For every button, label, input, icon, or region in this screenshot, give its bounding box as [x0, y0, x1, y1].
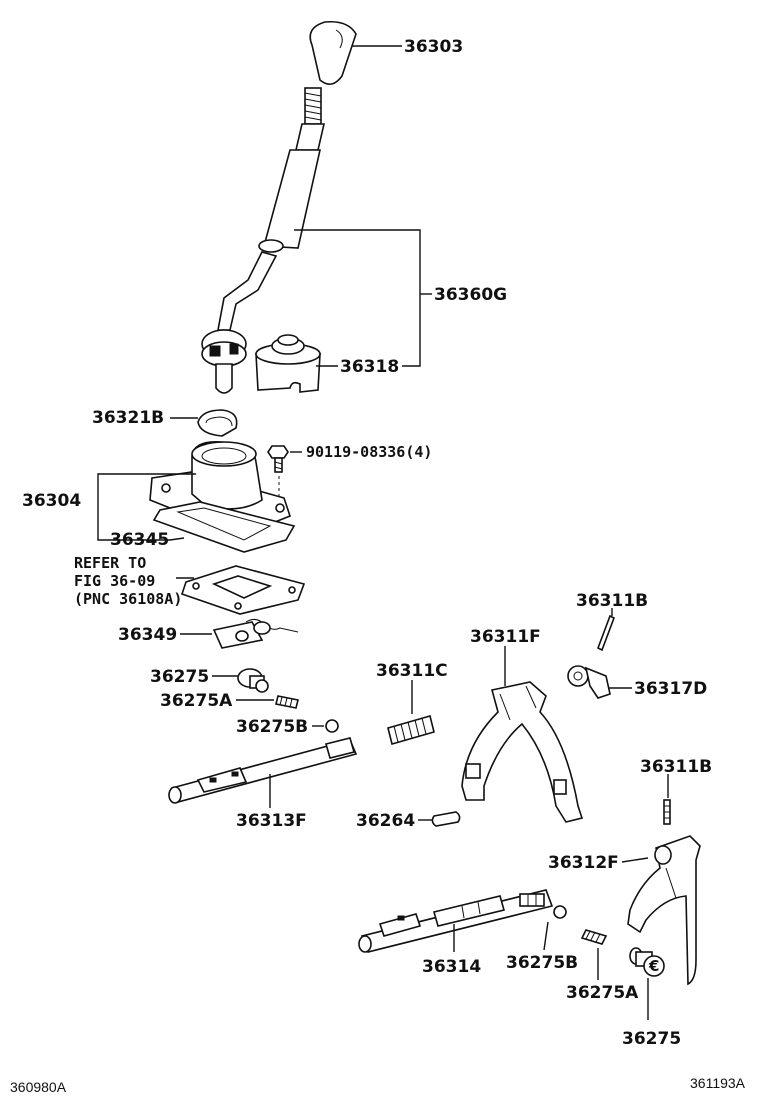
- bolt-part: [267, 445, 289, 473]
- reference-gasket-part: [180, 565, 306, 615]
- lever-housing-part: [149, 440, 296, 553]
- callout-36311C[interactable]: 36311C: [376, 661, 448, 681]
- callout-36275A-bottom[interactable]: 36275A: [566, 983, 639, 1003]
- callout-36275B-top[interactable]: 36275B: [236, 717, 308, 737]
- plug-bottom-part: €: [629, 947, 665, 977]
- callout-36317D[interactable]: 36317D: [634, 679, 707, 699]
- leader-36360G-bracket: [294, 229, 421, 367]
- ball-bottom-part: [553, 905, 567, 919]
- callout-36318[interactable]: 36318: [340, 357, 399, 377]
- footer-left-code: 360980A: [10, 1079, 67, 1095]
- shift-shaft-part: [168, 737, 358, 804]
- callout-36303[interactable]: 36303: [404, 37, 463, 57]
- callout-36275A-top[interactable]: 36275A: [160, 691, 233, 711]
- shift-fork-36312F-part: [627, 835, 701, 986]
- callout-36312F[interactable]: 36312F: [548, 853, 619, 873]
- callout-36349[interactable]: 36349: [118, 625, 177, 645]
- shift-knob-part: [309, 20, 357, 85]
- callout-90119[interactable]: 90119-08336(4): [306, 443, 432, 461]
- leader-36304-bracket: [97, 473, 196, 541]
- refer-line2: FIG 36-09: [74, 572, 155, 590]
- spring-bracket-part: [212, 618, 299, 649]
- shift-fork-36311F-part: [461, 681, 584, 823]
- callout-36313F[interactable]: 36313F: [236, 811, 307, 831]
- footer-right-code: 361193A: [690, 1075, 746, 1091]
- pin-36311B-top-part: [596, 614, 616, 652]
- lever-boot-part: [255, 334, 321, 393]
- leader-36312F: [621, 857, 649, 863]
- callout-36311F[interactable]: 36311F: [470, 627, 541, 647]
- svg-text:€: €: [648, 957, 659, 975]
- shift-head-part: [567, 665, 611, 699]
- shift-lever-part: [201, 87, 326, 394]
- callout-36360G[interactable]: 36360G: [434, 285, 507, 305]
- callout-36321B[interactable]: 36321B: [92, 408, 164, 428]
- callout-36314[interactable]: 36314: [422, 957, 481, 977]
- ball-top-part: [325, 719, 339, 733]
- callout-36345[interactable]: 36345: [110, 530, 169, 550]
- pin-36264-part: [431, 811, 461, 827]
- callout-36275-bottom[interactable]: 36275: [622, 1029, 681, 1049]
- refer-line3: (PNC 36108A): [74, 590, 182, 608]
- shift-shaft-36314-part: [358, 889, 554, 953]
- refer-line1: REFER TO: [74, 554, 146, 572]
- snap-ring-part: [197, 409, 238, 437]
- plug-top-part: [237, 668, 269, 693]
- callout-36304[interactable]: 36304: [22, 491, 81, 511]
- spring-36311C-part: [387, 715, 435, 745]
- callout-36311B-right[interactable]: 36311B: [640, 757, 712, 777]
- pin-36311B-right-part: [663, 799, 671, 825]
- spring-top-part: [275, 695, 299, 709]
- leader-36275B-bottom: [543, 921, 549, 951]
- callout-36264[interactable]: 36264: [356, 811, 415, 831]
- leader-36345: [169, 537, 185, 541]
- callout-36275B-bottom[interactable]: 36275B: [506, 953, 578, 973]
- spring-bottom-part: [580, 929, 608, 945]
- callout-36311B-top[interactable]: 36311B: [576, 591, 648, 611]
- callout-36275-top[interactable]: 36275: [150, 667, 209, 687]
